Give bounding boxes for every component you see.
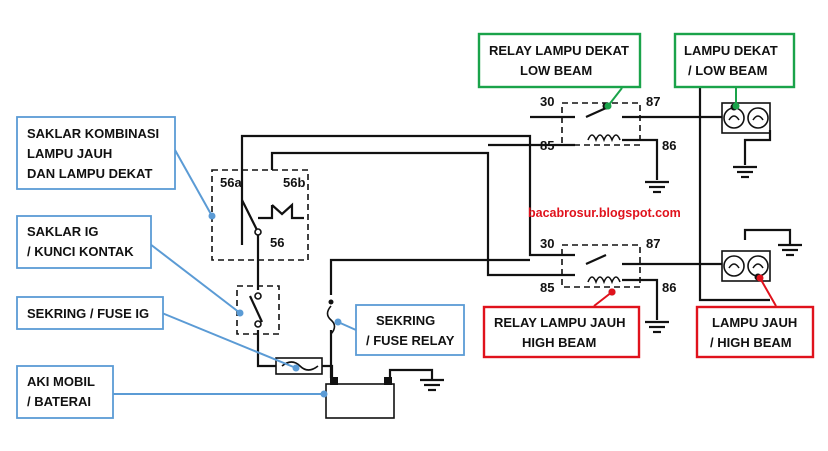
- relay-high-pin-87: 87: [646, 236, 660, 251]
- terminal-56b: 56b: [283, 175, 305, 190]
- label-relay-high-beam: RELAY LAMPU JAUH HIGH BEAM: [482, 305, 641, 359]
- label-line: RELAY LAMPU JAUH: [494, 315, 625, 330]
- lamp-assembly-low: [721, 102, 771, 134]
- lamp-assembly-high: [721, 250, 771, 282]
- label-line: SAKLAR IG: [27, 224, 99, 239]
- label-line: SEKRING / FUSE IG: [27, 306, 149, 321]
- leader-lines: [112, 87, 777, 398]
- label-fuse-ig: SEKRING / FUSE IG: [16, 296, 164, 330]
- battery-symbol: [325, 377, 395, 419]
- relay-low-pin-85: 85: [540, 138, 554, 153]
- label-line: / FUSE RELAY: [366, 333, 455, 348]
- label-line: LOW BEAM: [520, 63, 592, 78]
- label-line: HIGH BEAM: [522, 335, 596, 350]
- label-line: / LOW BEAM: [688, 63, 767, 78]
- label-line: LAMPU DEKAT: [684, 43, 778, 58]
- label-line: / HIGH BEAM: [710, 335, 792, 350]
- relay-high-pin-30: 30: [540, 236, 554, 251]
- label-line: / BATERAI: [27, 394, 91, 409]
- relay-low-pin-86: 86: [662, 138, 676, 153]
- label-line: AKI MOBIL: [27, 374, 95, 389]
- relay-low-pin-87: 87: [646, 94, 660, 109]
- relay-low-beam: 30 87 85 86: [540, 94, 676, 153]
- label-line: SAKLAR KOMBINASI: [27, 126, 159, 141]
- relay-low-pin-30: 30: [540, 94, 554, 109]
- fuse-ig-symbol: [275, 357, 323, 375]
- ground-relay-high: [645, 320, 669, 334]
- label-line: LAMPU JAUH: [27, 146, 112, 161]
- label-ignition-switch: SAKLAR IG / KUNCI KONTAK: [16, 215, 152, 269]
- relay-high-pin-86: 86: [662, 280, 676, 295]
- label-fuse-relay: SEKRING / FUSE RELAY: [355, 304, 465, 356]
- label-combination-switch: SAKLAR KOMBINASI LAMPU JAUH DAN LAMPU DE…: [16, 116, 176, 190]
- label-line: / KUNCI KONTAK: [27, 244, 134, 259]
- wires: [240, 88, 792, 380]
- label-lamp-high-beam: LAMPU JAUH / HIGH BEAM: [695, 305, 815, 359]
- ground-lamp-low: [733, 165, 757, 179]
- combination-switch: 56a 56b 56: [211, 169, 309, 261]
- ground-battery: [420, 378, 444, 392]
- terminal-56a: 56a: [220, 175, 242, 190]
- label-line: DAN LAMPU DEKAT: [27, 166, 152, 181]
- ground-lamp-high: [778, 243, 802, 257]
- label-line: SEKRING: [376, 313, 435, 328]
- label-line: RELAY LAMPU DEKAT: [489, 43, 629, 58]
- terminal-56: 56: [270, 235, 284, 250]
- label-lamp-low-beam: LAMPU DEKAT / LOW BEAM: [673, 32, 796, 89]
- label-line: LAMPU JAUH: [712, 315, 797, 330]
- relay-high-pin-85: 85: [540, 280, 554, 295]
- ignition-switch: [236, 285, 280, 335]
- fuse-relay-symbol: [326, 299, 336, 335]
- label-battery: AKI MOBIL / BATERAI: [16, 365, 114, 419]
- ground-relay-low: [645, 180, 669, 194]
- label-relay-low-beam: RELAY LAMPU DEKAT LOW BEAM: [477, 32, 642, 89]
- watermark-text: bacabrosur.blogspot.com: [528, 206, 681, 220]
